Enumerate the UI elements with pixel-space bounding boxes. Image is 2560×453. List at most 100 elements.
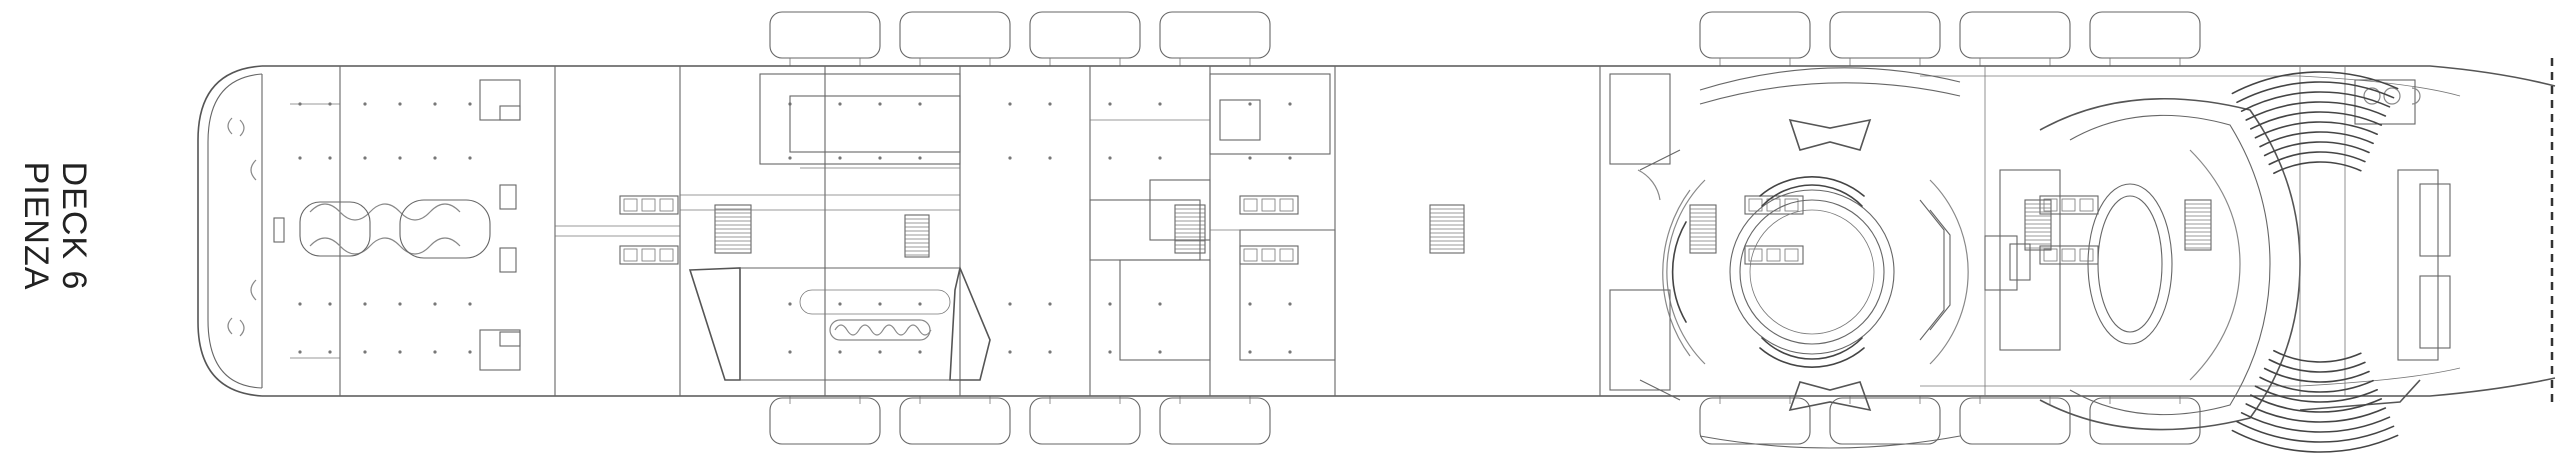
elevator-bank bbox=[1239, 195, 1299, 215]
elevator-car bbox=[1243, 198, 1258, 212]
seat-row-bottom bbox=[2245, 403, 2387, 423]
lifeboat-bottom bbox=[769, 397, 881, 445]
column bbox=[298, 156, 302, 160]
column bbox=[1248, 156, 1252, 160]
column bbox=[1048, 102, 1052, 106]
column bbox=[298, 350, 302, 354]
column bbox=[878, 156, 882, 160]
seat-row-top bbox=[2254, 121, 2378, 139]
column bbox=[918, 302, 922, 306]
column bbox=[433, 102, 437, 106]
seat-row-bottom bbox=[2250, 394, 2383, 413]
theatre-seating bbox=[2231, 71, 2399, 453]
lifeboats-top bbox=[769, 11, 2201, 66]
column bbox=[398, 350, 402, 354]
elevator-car bbox=[1279, 248, 1294, 262]
column bbox=[1048, 156, 1052, 160]
column bbox=[433, 156, 437, 160]
midaft-section bbox=[680, 66, 1601, 396]
column bbox=[1288, 302, 1292, 306]
column bbox=[1008, 102, 1012, 106]
elevator-car bbox=[1766, 198, 1781, 212]
elevator-car bbox=[2079, 248, 2094, 262]
elevator-bank bbox=[619, 195, 679, 215]
column bbox=[363, 302, 367, 306]
elevator-bank bbox=[619, 245, 679, 265]
elevator-car bbox=[1784, 248, 1799, 262]
column bbox=[1008, 156, 1012, 160]
seat-row-bottom bbox=[2231, 429, 2399, 453]
column bbox=[1108, 102, 1112, 106]
lifeboat-top bbox=[899, 11, 1011, 59]
elevator-car bbox=[1279, 198, 1294, 212]
column bbox=[1108, 302, 1112, 306]
stair-flight bbox=[904, 214, 930, 258]
column bbox=[468, 102, 472, 106]
seat-row-top bbox=[2259, 131, 2374, 148]
column bbox=[1008, 302, 1012, 306]
lifeboat-top bbox=[1829, 11, 1941, 59]
stern-section bbox=[227, 66, 681, 396]
elevator-bank bbox=[2039, 195, 2099, 215]
atrium-round-lounge bbox=[1609, 66, 1986, 449]
elevator-bank bbox=[1744, 245, 1804, 265]
column bbox=[1048, 302, 1052, 306]
column bbox=[433, 302, 437, 306]
seat-row-top bbox=[2236, 81, 2395, 104]
seat-row-bottom bbox=[2263, 367, 2370, 383]
column bbox=[918, 102, 922, 106]
column bbox=[878, 302, 882, 306]
stair-flight bbox=[2184, 199, 2212, 251]
lifeboat-bottom bbox=[1699, 397, 1811, 445]
elevator-car bbox=[659, 198, 674, 212]
seat-row-top bbox=[2263, 141, 2370, 157]
stair-flight bbox=[2024, 199, 2052, 251]
column bbox=[878, 102, 882, 106]
column bbox=[1158, 350, 1162, 354]
column bbox=[398, 102, 402, 106]
seat-row-bottom bbox=[2268, 358, 2366, 373]
column bbox=[838, 156, 842, 160]
column bbox=[1248, 302, 1252, 306]
lifeboat-bottom bbox=[2089, 397, 2201, 445]
seat-row-bottom bbox=[2240, 412, 2391, 433]
column bbox=[468, 302, 472, 306]
column bbox=[1248, 350, 1252, 354]
elevator-car bbox=[1748, 248, 1763, 262]
forward-theatre bbox=[2231, 71, 2560, 453]
column bbox=[878, 350, 882, 354]
elevator-car bbox=[623, 248, 638, 262]
elevator-car bbox=[2043, 248, 2058, 262]
column bbox=[1158, 156, 1162, 160]
seat-row-top bbox=[2273, 161, 2362, 175]
column bbox=[1108, 156, 1112, 160]
elevator-car bbox=[2079, 198, 2094, 212]
column bbox=[838, 302, 842, 306]
column bbox=[1288, 350, 1292, 354]
lifeboat-bottom bbox=[1159, 397, 1271, 445]
column bbox=[328, 156, 332, 160]
seat-row-top bbox=[2245, 101, 2387, 121]
seat-row-top bbox=[2231, 71, 2399, 95]
ship-hull bbox=[197, 65, 2556, 397]
elevator-car bbox=[659, 248, 674, 262]
elevator-car bbox=[1261, 198, 1276, 212]
column bbox=[328, 302, 332, 306]
elevator-banks bbox=[619, 195, 2099, 265]
column bbox=[1048, 350, 1052, 354]
column bbox=[298, 302, 302, 306]
elevator-car bbox=[623, 198, 638, 212]
column bbox=[918, 156, 922, 160]
stairs bbox=[714, 199, 2212, 258]
column bbox=[1288, 102, 1292, 106]
column bbox=[1158, 302, 1162, 306]
column bbox=[433, 350, 437, 354]
lifeboat-bottom bbox=[899, 397, 1011, 445]
column bbox=[838, 102, 842, 106]
column bbox=[1008, 350, 1012, 354]
column bbox=[918, 350, 922, 354]
elevator-car bbox=[1243, 248, 1258, 262]
column bbox=[328, 102, 332, 106]
seat-row-top bbox=[2268, 151, 2366, 166]
seat-row-top bbox=[2250, 111, 2383, 130]
